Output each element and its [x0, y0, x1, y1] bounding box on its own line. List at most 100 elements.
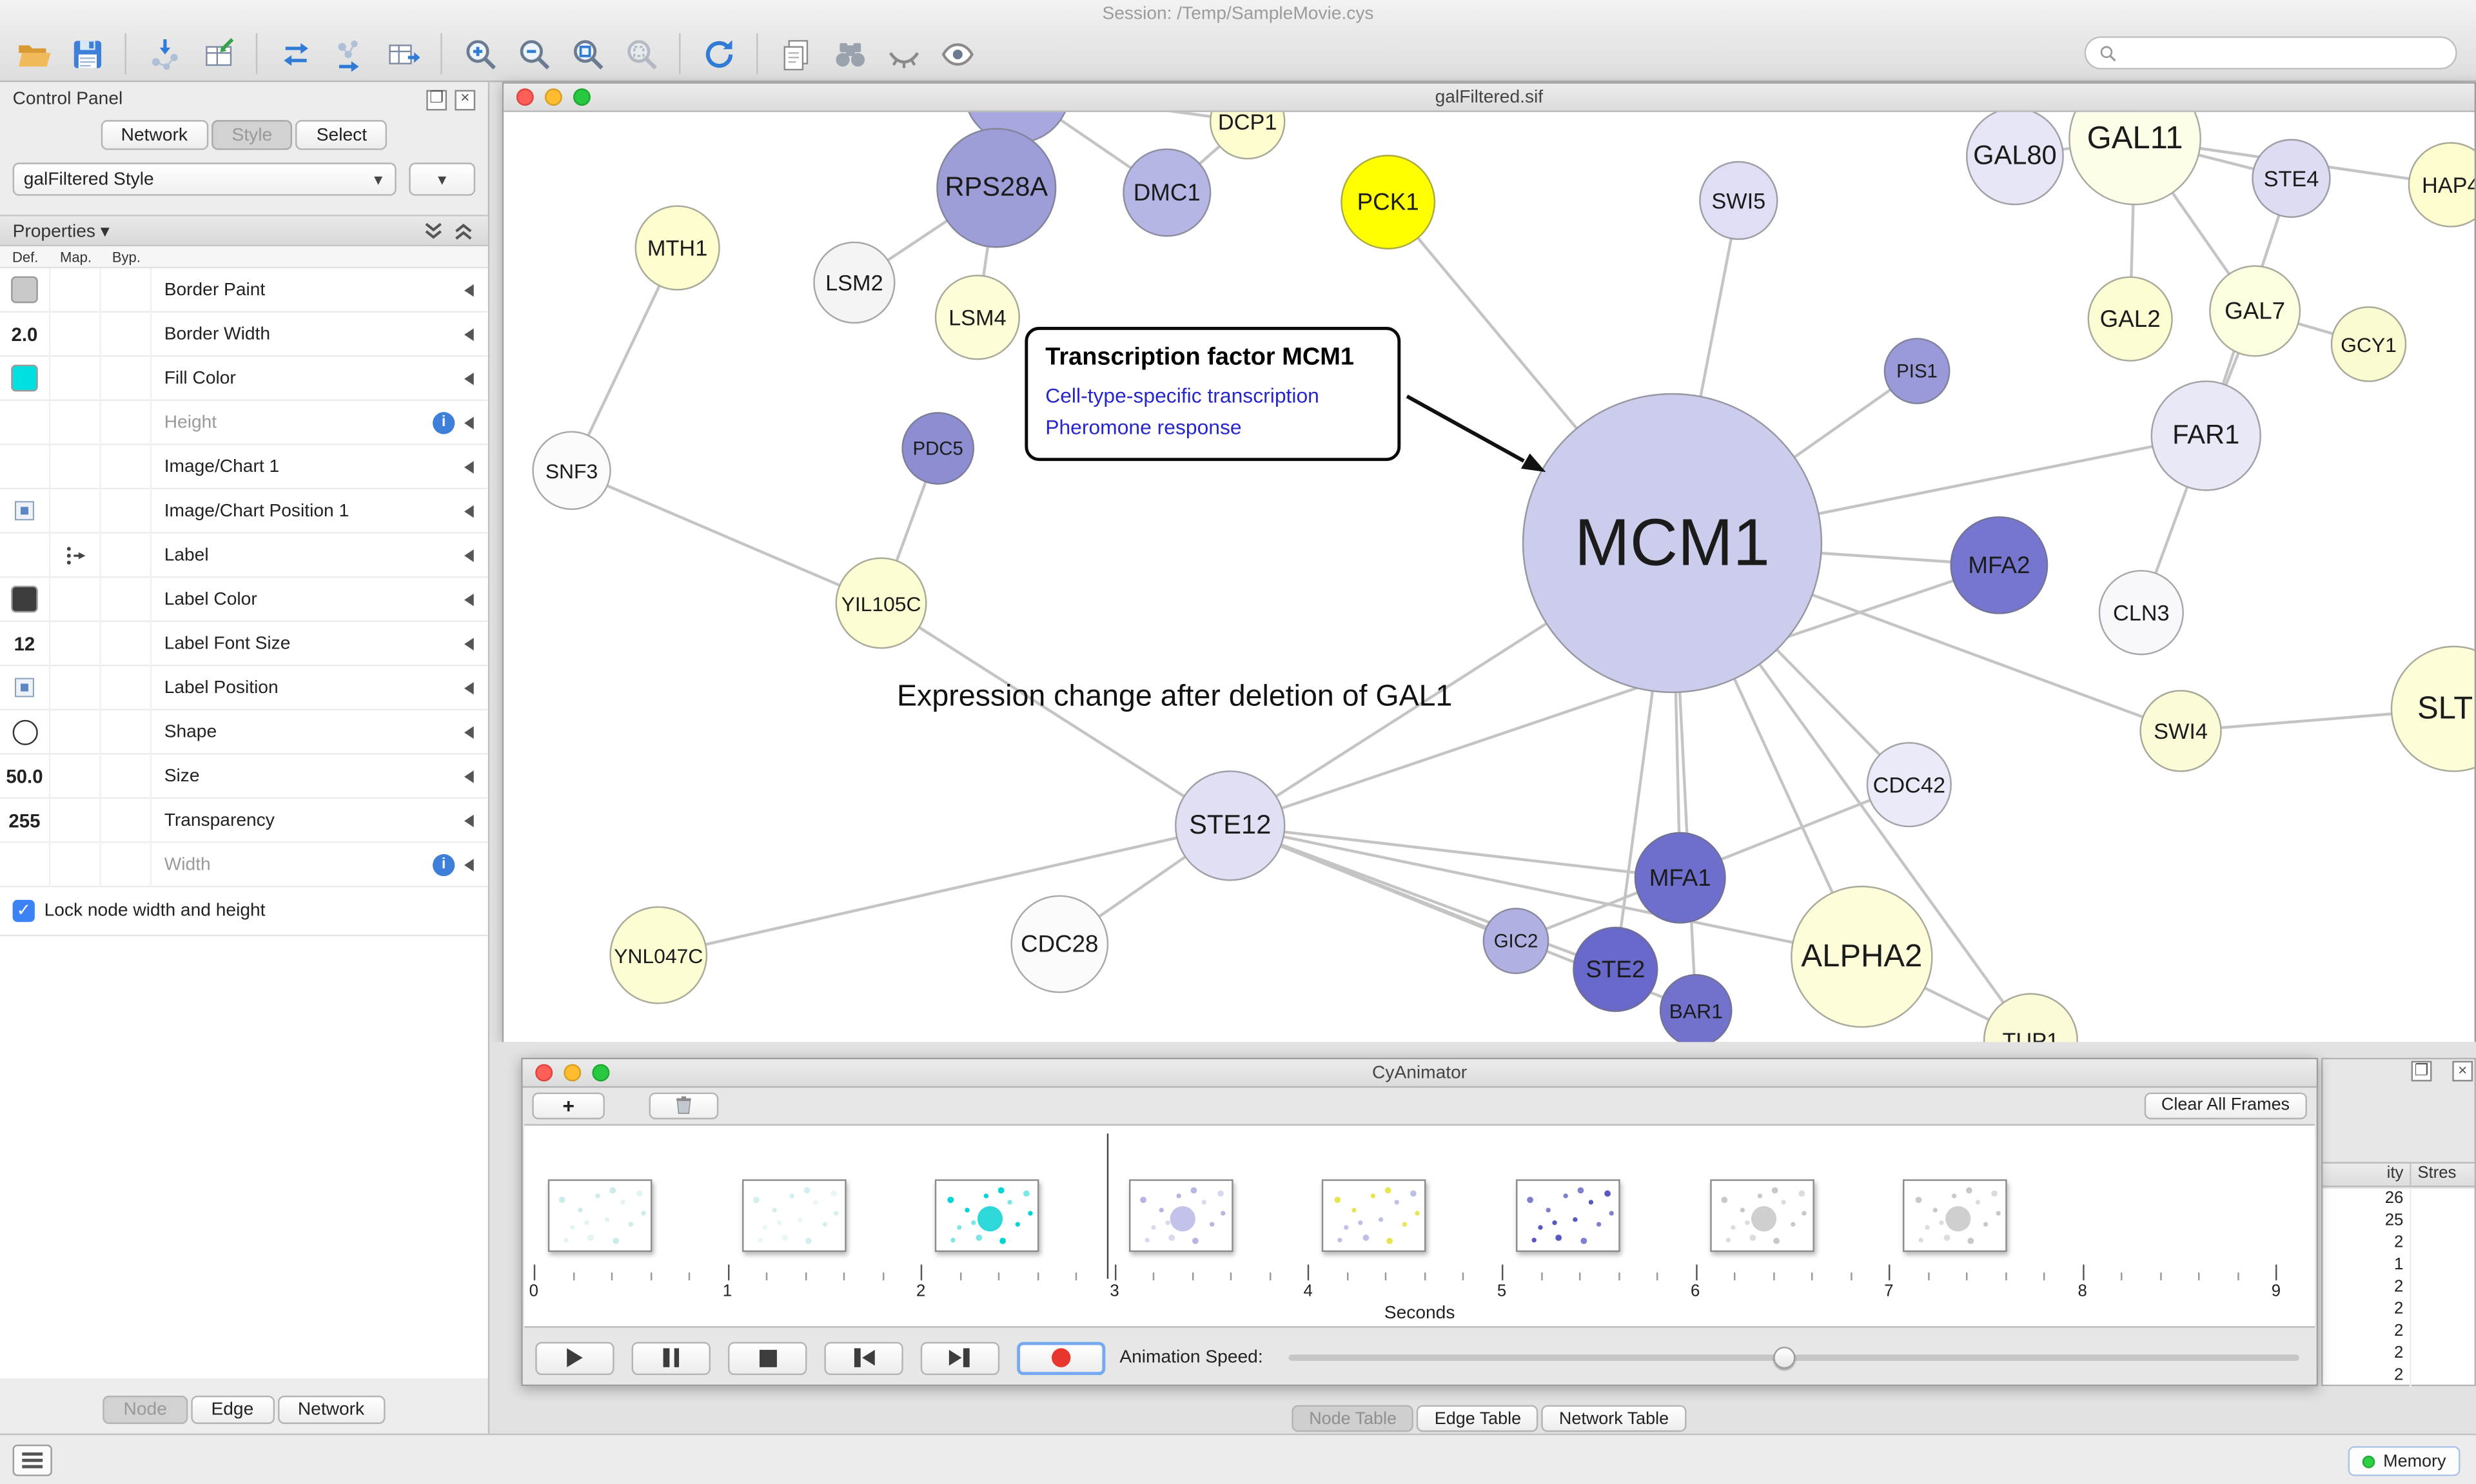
lock-size-row[interactable]: ✓ Lock node width and height: [0, 887, 488, 937]
bypass-cell[interactable]: [101, 311, 152, 356]
tab-edge-table[interactable]: Edge Table: [1417, 1405, 1539, 1432]
expand-chevron-icon[interactable]: [464, 371, 474, 385]
eye-icon[interactable]: [932, 30, 982, 77]
network-node[interactable]: DMC1: [1123, 148, 1212, 237]
default-value-cell[interactable]: [0, 842, 51, 887]
frame-thumbnail[interactable]: [1903, 1179, 2008, 1253]
network-node[interactable]: CDC28: [1010, 895, 1109, 993]
search-box[interactable]: [2084, 36, 2457, 70]
skip-start-button[interactable]: [824, 1341, 903, 1374]
default-value-cell[interactable]: 12: [0, 621, 51, 666]
expand-chevron-icon[interactable]: [464, 283, 474, 297]
network-node[interactable]: MFA1: [1634, 832, 1726, 924]
network-canvas[interactable]: Transcription factor MCM1 Cell-type-spec…: [504, 112, 2475, 1042]
expand-chevron-icon[interactable]: [464, 769, 474, 783]
expand-chevron-icon[interactable]: [464, 637, 474, 650]
close-window-icon[interactable]: [535, 1064, 553, 1082]
zoom-out-icon[interactable]: [509, 30, 559, 77]
network-node[interactable]: PDC5: [901, 412, 975, 485]
float-panel-icon[interactable]: ❐: [426, 89, 447, 110]
bypass-cell[interactable]: [101, 488, 152, 533]
zoom-window-icon[interactable]: [573, 88, 591, 106]
bypass-cell[interactable]: [101, 268, 152, 312]
minimize-window-icon[interactable]: [544, 88, 562, 106]
property-row[interactable]: Shape: [0, 709, 488, 755]
mapping-cell[interactable]: [50, 444, 101, 489]
default-value-cell[interactable]: [0, 709, 51, 754]
mapping-cell[interactable]: [50, 577, 101, 621]
tab-network-table[interactable]: Network Table: [1541, 1405, 1687, 1432]
float-panel-icon[interactable]: ❐: [2411, 1060, 2432, 1082]
mcm1-annotation[interactable]: Transcription factor MCM1 Cell-type-spec…: [1025, 326, 1401, 462]
skip-end-button[interactable]: [920, 1341, 1000, 1374]
network-node[interactable]: SWI5: [1699, 161, 1778, 240]
network-node[interactable]: STE12: [1175, 770, 1286, 881]
mapping-cell[interactable]: [50, 709, 101, 754]
frame-thumbnail[interactable]: [1322, 1179, 1427, 1253]
property-row[interactable]: Label: [0, 532, 488, 578]
binoculars-icon[interactable]: [824, 30, 874, 77]
table-row[interactable]: 2: [2323, 1365, 2474, 1388]
position-widget-icon[interactable]: [0, 488, 51, 533]
expand-chevron-icon[interactable]: [464, 504, 474, 518]
bypass-cell[interactable]: [101, 444, 152, 489]
network-node[interactable]: STE4: [2252, 139, 2331, 218]
network-node[interactable]: GAL2: [2087, 276, 2173, 362]
table-column-header[interactable]: Stres: [2417, 1163, 2457, 1183]
network-window-titlebar[interactable]: galFiltered.sif: [504, 83, 2475, 112]
bypass-cell[interactable]: [101, 842, 152, 887]
network-node[interactable]: PCK1: [1341, 155, 1436, 249]
bypass-cell[interactable]: [101, 577, 152, 621]
panel-toggle-icon[interactable]: [12, 1444, 52, 1476]
eye-closed-icon[interactable]: [878, 30, 928, 77]
tab-node-table[interactable]: Node Table: [1292, 1405, 1414, 1432]
bypass-cell[interactable]: [101, 709, 152, 754]
expand-chevron-icon[interactable]: [464, 681, 474, 694]
collapse-all-icon[interactable]: [422, 220, 446, 241]
bypass-cell[interactable]: [101, 532, 152, 578]
property-row[interactable]: Label Color: [0, 577, 488, 622]
properties-header[interactable]: Properties ▾: [12, 222, 110, 242]
expand-chevron-icon[interactable]: [464, 592, 474, 606]
timeline-playhead[interactable]: [1106, 1133, 1108, 1279]
table-row[interactable]: 25: [2323, 1211, 2474, 1233]
network-node[interactable]: LSM4: [934, 275, 1021, 360]
mapping-cell[interactable]: [50, 842, 101, 887]
default-value-cell[interactable]: 2.0: [0, 311, 51, 356]
network-node[interactable]: YIL105C: [835, 557, 927, 649]
table-column-header[interactable]: ity: [2323, 1163, 2412, 1186]
expand-chevron-icon[interactable]: [464, 725, 474, 738]
property-row[interactable]: Fill Color: [0, 356, 488, 402]
stop-button[interactable]: [727, 1341, 807, 1374]
expand-chevron-icon[interactable]: [464, 327, 474, 340]
network-node[interactable]: MTH1: [634, 205, 720, 291]
property-row[interactable]: Border Paint: [0, 268, 488, 313]
network-node[interactable]: CDC42: [1866, 742, 1952, 828]
annotation-link[interactable]: Pheromone response: [1045, 414, 1242, 438]
open-session-icon[interactable]: [8, 30, 58, 77]
export-table-icon[interactable]: [377, 30, 427, 77]
pause-button[interactable]: [631, 1341, 711, 1374]
table-row[interactable]: 2: [2323, 1343, 2474, 1366]
save-session-icon[interactable]: [62, 30, 112, 77]
close-window-icon[interactable]: [516, 88, 534, 106]
mapping-cell[interactable]: [50, 356, 101, 400]
copy-document-icon[interactable]: [771, 30, 821, 77]
mapping-cell[interactable]: [50, 488, 101, 533]
default-value-cell[interactable]: [0, 268, 51, 312]
expand-chevron-icon[interactable]: [464, 858, 474, 871]
mapping-cell[interactable]: [50, 754, 101, 798]
expand-chevron-icon[interactable]: [464, 549, 474, 561]
slider-thumb[interactable]: [1773, 1345, 1795, 1369]
default-value-cell[interactable]: 50.0: [0, 754, 51, 798]
close-panel-icon[interactable]: ×: [2452, 1060, 2473, 1082]
property-row[interactable]: Image/Chart 1: [0, 444, 488, 490]
bypass-cell[interactable]: [101, 356, 152, 400]
tab-select[interactable]: Select: [295, 120, 388, 150]
table-row[interactable]: 2: [2323, 1299, 2474, 1322]
network-node[interactable]: SNF3: [532, 431, 611, 511]
tab-network[interactable]: Network: [277, 1395, 385, 1424]
